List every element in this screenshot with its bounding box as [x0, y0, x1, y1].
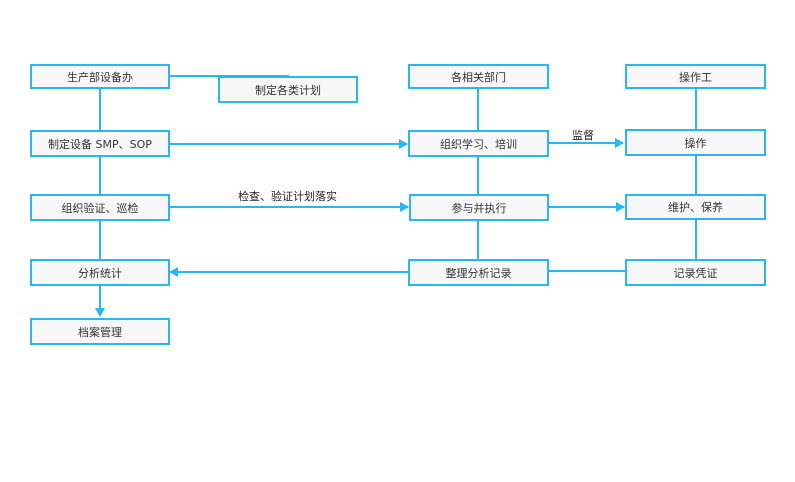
node-record-voucher: 记录凭证 [625, 259, 766, 286]
node-related-departments: 各相关部门 [408, 64, 549, 89]
node-participate-execute: 参与并执行 [409, 194, 549, 221]
node-organize-training: 组织学习、培训 [408, 130, 549, 157]
node-maintain: 维护、保养 [625, 194, 766, 220]
node-organize-records: 整理分析记录 [408, 259, 549, 286]
node-make-smp-sop: 制定设备 SMP、SOP [30, 130, 170, 157]
node-analysis-statistics: 分析统计 [30, 259, 170, 286]
edge-label-supervise: 监督 [572, 129, 594, 142]
node-organize-verify-patrol: 组织验证、巡检 [30, 194, 170, 221]
node-operator: 操作工 [625, 64, 766, 89]
node-archive-management: 档案管理 [30, 318, 170, 345]
node-make-plans: 制定各类计划 [218, 76, 358, 103]
edge-label-check-implement: 检查、验证计划落实 [238, 190, 337, 203]
node-production-office: 生产部设备办 [30, 64, 170, 89]
node-operate: 操作 [625, 129, 766, 156]
